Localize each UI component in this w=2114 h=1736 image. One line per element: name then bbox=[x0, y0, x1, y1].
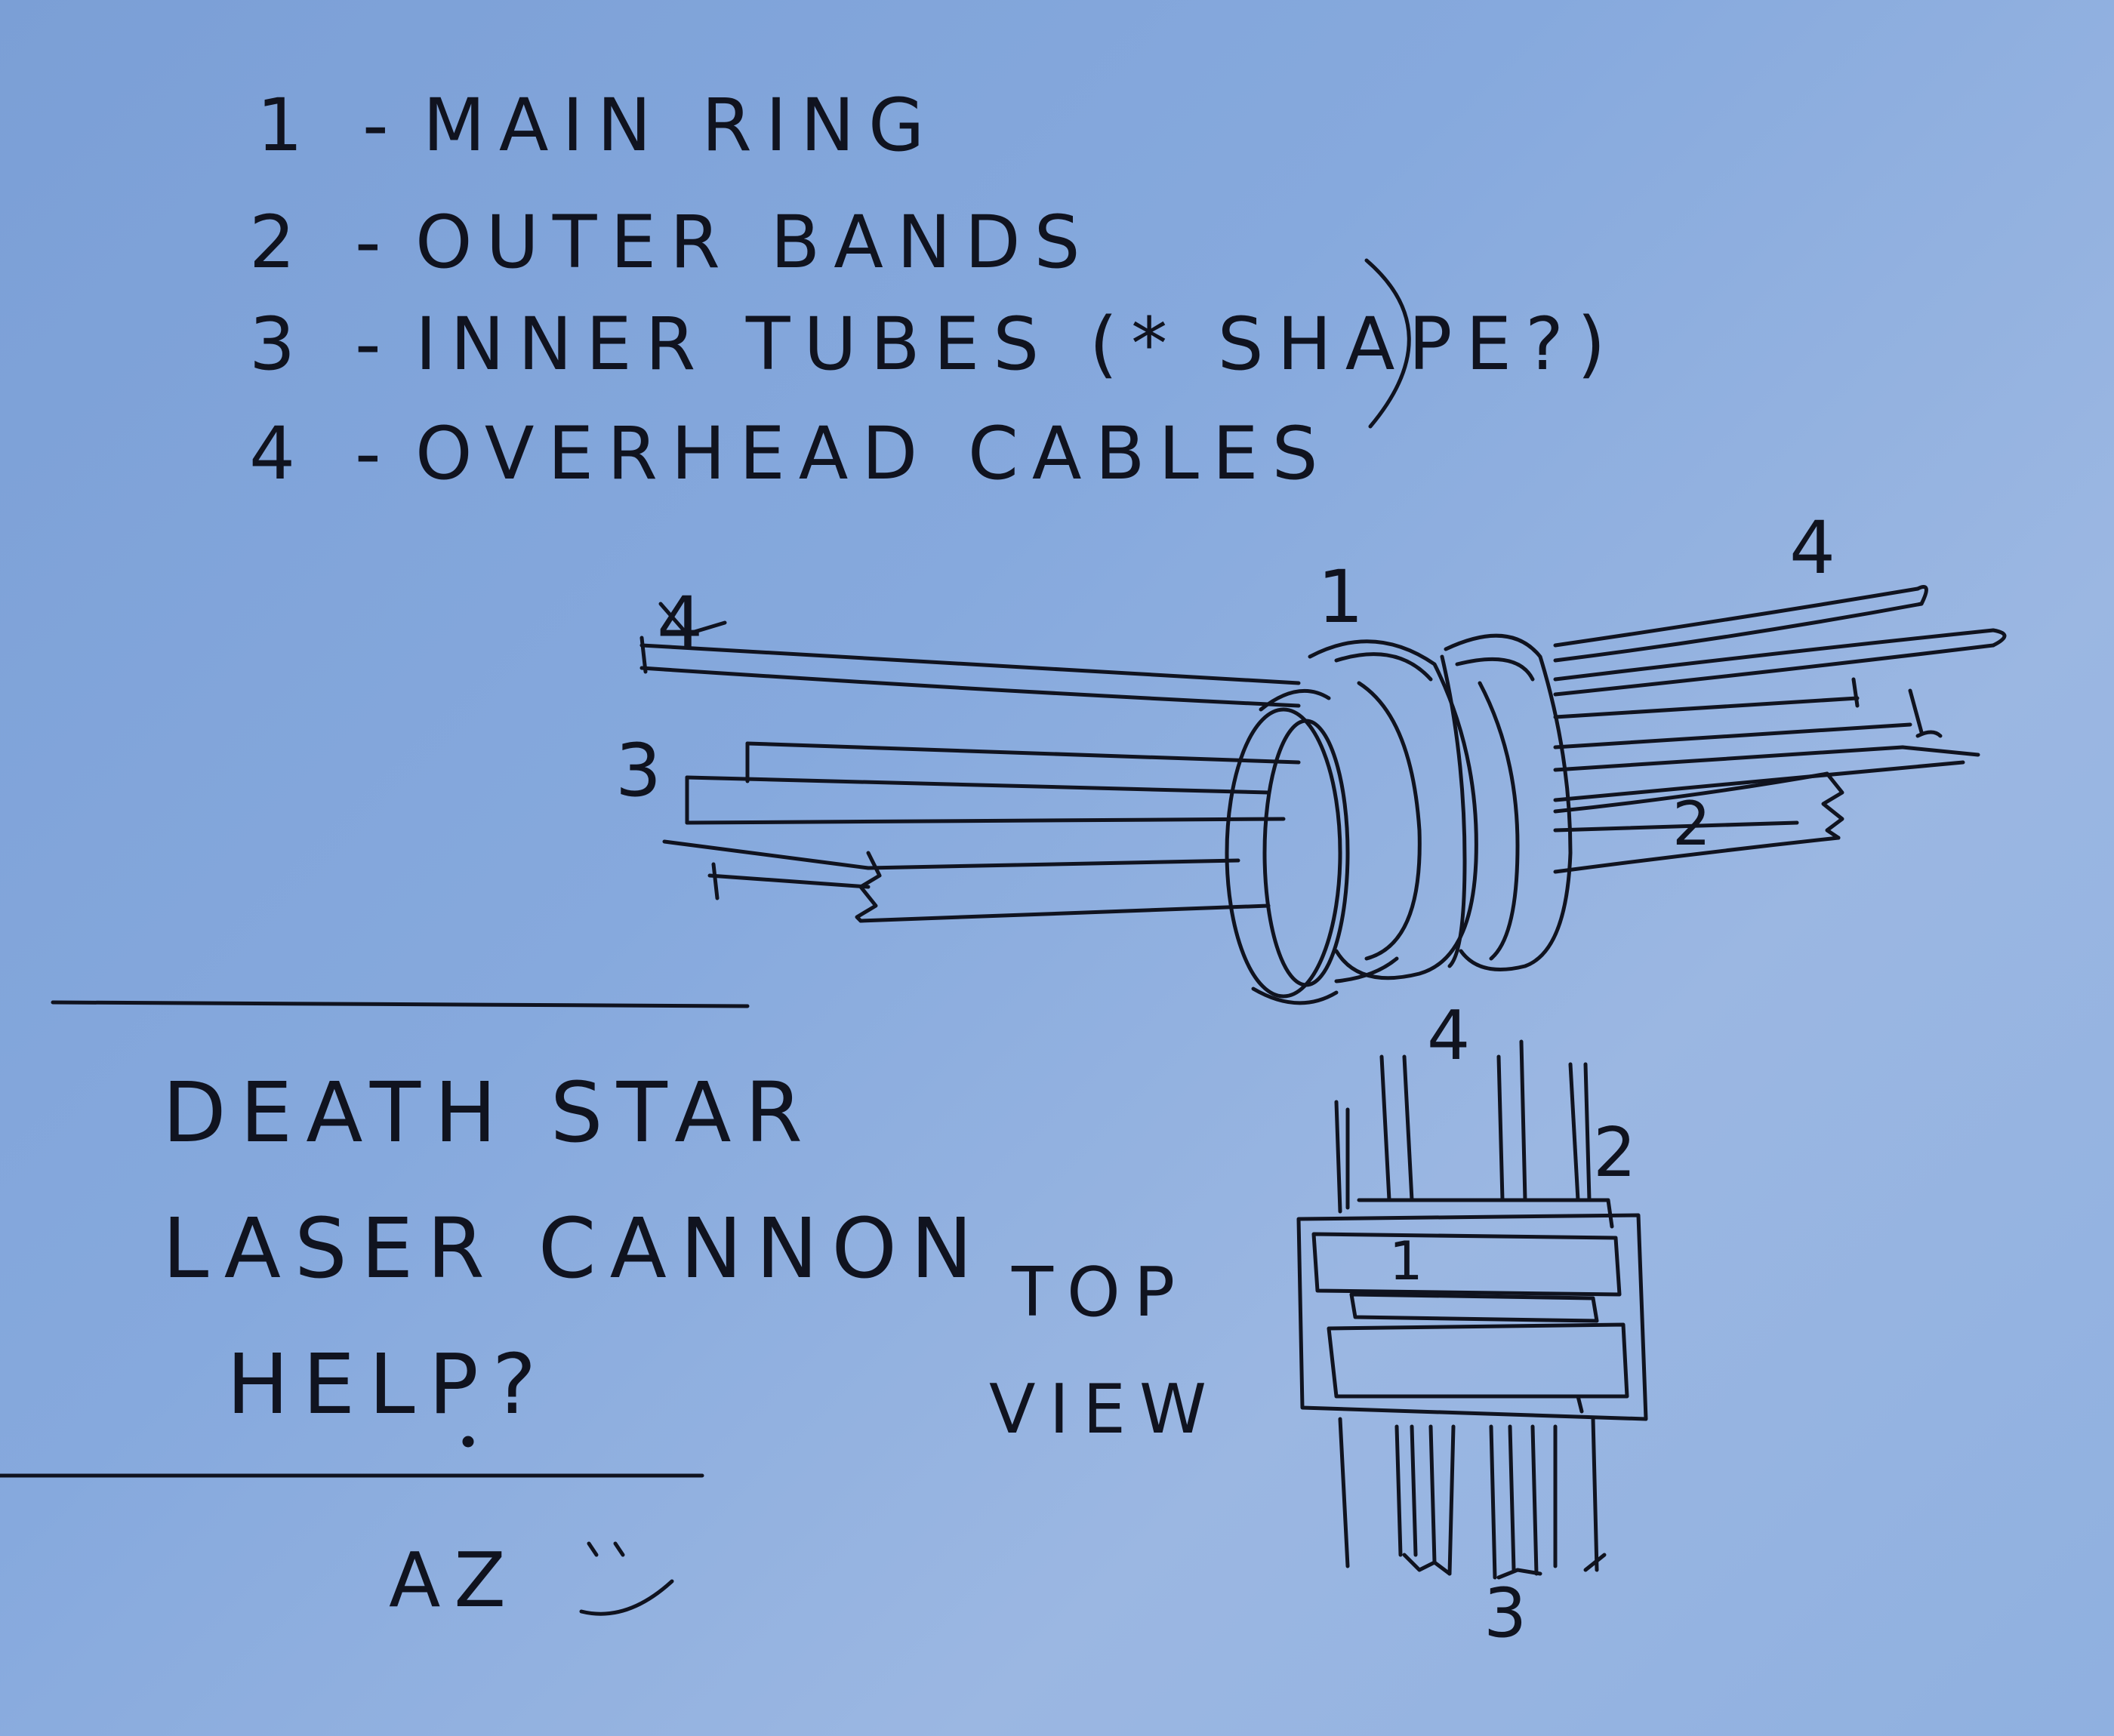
legend-bracket bbox=[1364, 258, 1411, 429]
label-ring-side: 1 bbox=[1317, 555, 1364, 639]
tube-opening bbox=[1225, 688, 1350, 1005]
label-cables-left: 4 bbox=[657, 581, 704, 666]
label-cables-right: 4 bbox=[1789, 506, 1836, 590]
top-view-drawing bbox=[1296, 1039, 1648, 1580]
signature: AZ bbox=[389, 1536, 519, 1624]
label-tubes-side: 3 bbox=[615, 728, 662, 813]
note-line-2: LASER CANNON bbox=[162, 1200, 987, 1297]
legend-item-2: 2-OUTER BANDS bbox=[249, 200, 1094, 285]
smiley-face bbox=[579, 1541, 674, 1616]
note-line-3: HELP? bbox=[226, 1336, 550, 1433]
outer-band-ring bbox=[1440, 633, 1573, 971]
separator-top bbox=[51, 1000, 750, 1008]
top-view-caption-line2: VIEW bbox=[989, 1370, 1220, 1449]
legend-item-4: 4-OVERHEAD CABLES bbox=[249, 411, 1332, 496]
top-view-caption-line1: TOP bbox=[1012, 1253, 1189, 1332]
inner-tubes-left bbox=[662, 741, 1301, 923]
top-view-label-ring: 1 bbox=[1389, 1230, 1423, 1292]
note-line-1: DEATH STAR bbox=[162, 1064, 816, 1161]
top-view-label-tubes: 3 bbox=[1484, 1574, 1527, 1653]
legend-item-1: 1-MAIN RING bbox=[257, 83, 938, 168]
cable-mark-left bbox=[658, 602, 727, 636]
label-bands-side: 2 bbox=[1672, 789, 1711, 859]
left-cables bbox=[639, 636, 1301, 708]
right-tubes-bands bbox=[1553, 677, 1980, 874]
top-view-label-cables: 4 bbox=[1427, 996, 1471, 1076]
main-ring bbox=[1308, 639, 1478, 983]
help-question-dot bbox=[462, 1436, 474, 1448]
right-cables bbox=[1553, 585, 2007, 697]
top-view-label-bands: 2 bbox=[1593, 1113, 1637, 1193]
